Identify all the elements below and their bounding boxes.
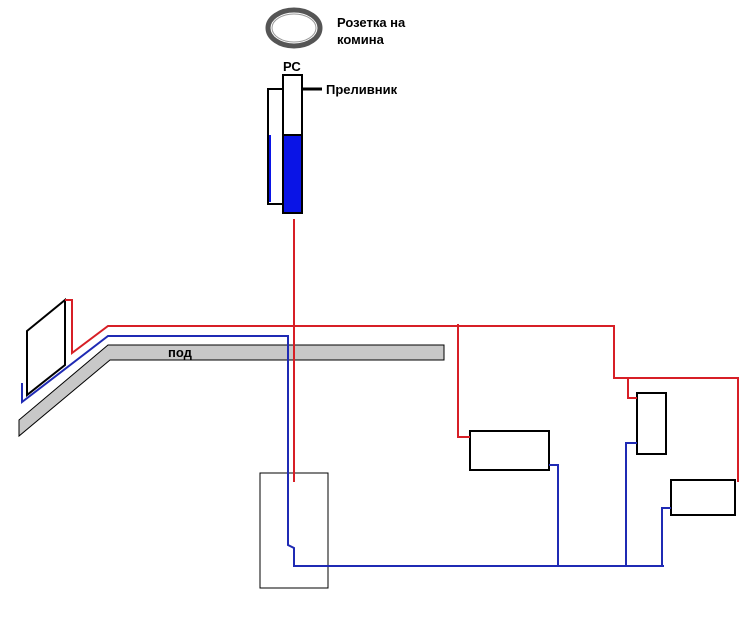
expansion-tank	[267, 74, 303, 214]
tank-body	[282, 74, 303, 214]
return-branch-radiator-1	[549, 464, 559, 566]
ring-inner	[271, 13, 317, 43]
tank-water	[284, 135, 302, 212]
tank-label: РС	[283, 59, 301, 74]
return-pipes	[21, 335, 671, 567]
chimney-socket	[265, 7, 323, 49]
ring-icon	[265, 7, 323, 49]
supply-pipes	[65, 219, 739, 482]
return-branch-radiator-3	[661, 507, 671, 566]
supply-branch-radiator-1	[457, 324, 470, 438]
floor-slab	[18, 344, 445, 438]
overflow-label: Преливник	[326, 82, 398, 97]
radiator-1	[469, 430, 550, 471]
floor-slab-body	[18, 344, 445, 438]
supply-main	[65, 299, 739, 482]
supply-branch-radiator-2	[627, 378, 637, 399]
radiator-3	[670, 479, 736, 516]
floor-label: под	[168, 345, 193, 360]
chimney-socket-label-line1: Розетка на	[337, 15, 406, 30]
boiler-top-left	[26, 297, 66, 398]
return-main	[21, 335, 664, 567]
radiator-2	[636, 392, 667, 455]
boiler-bottom	[259, 472, 329, 589]
return-branch-radiator-2	[625, 442, 637, 566]
chimney-socket-label-line2: комина	[337, 32, 385, 47]
tank-gauge-tube	[267, 88, 283, 205]
